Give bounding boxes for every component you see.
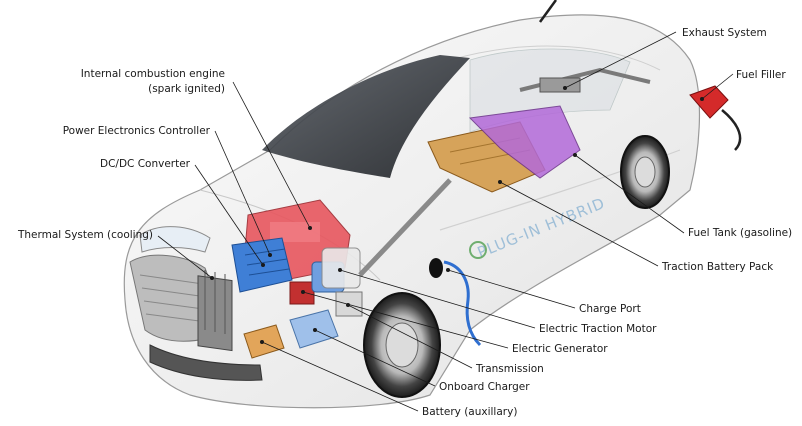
label-exhaust-system: Exhaust System [682,27,767,39]
rear-wheel [620,135,670,209]
labels: Internal combustion engine (spark ignite… [17,27,792,418]
label-endpoint-dots [210,86,704,344]
label-thermal-system: Thermal System (cooling) [17,229,153,241]
thermal-system-component [197,270,233,352]
windshield [262,55,470,178]
label-traction-battery: Traction Battery Pack [661,261,774,273]
drive-shaft [358,178,452,277]
label-fuel-filler: Fuel Filler [736,69,786,81]
charge-plug [429,258,482,347]
label-ice: Internal combustion engine [81,68,225,80]
plug-logo-icon [469,241,487,259]
fuel-filler-nozzle [689,85,742,151]
label-onboard-charger: Onboard Charger [439,381,530,393]
label-fuel-tank: Fuel Tank (gasoline) [688,227,792,239]
fuel-tank-component [468,105,581,179]
aux-battery-component [243,324,285,359]
headlight [139,226,211,253]
label-battery-aux: Battery (auxillary) [422,406,517,418]
label-charge-port: Charge Port [579,303,641,315]
front-wheel [363,292,441,398]
label-transmission: Transmission [475,363,544,375]
traction-motor-component [311,247,361,293]
label-traction-motor: Electric Traction Motor [539,323,657,335]
antenna [538,0,558,23]
label-ice-sub: (spark ignited) [148,83,225,95]
label-power-electronics: Power Electronics Controller [63,125,211,137]
leader-lines [157,31,734,412]
label-electric-generator: Electric Generator [512,343,608,355]
label-dcdc-converter: DC/DC Converter [100,158,191,170]
